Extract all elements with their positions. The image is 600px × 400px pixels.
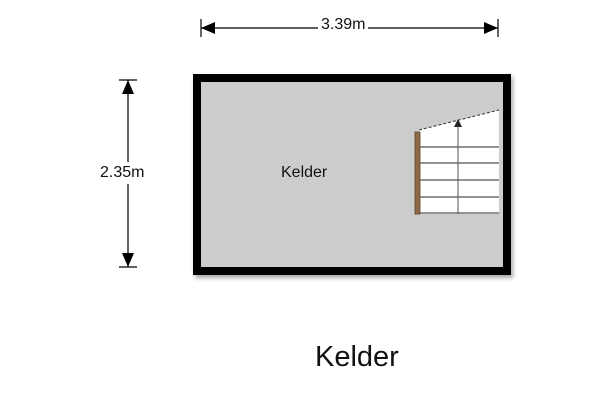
stair-direction-arrow-icon (454, 119, 462, 127)
floor-title: Kelder (315, 341, 399, 373)
arrow-up-icon (122, 80, 134, 94)
arrow-right-icon (484, 22, 498, 34)
arrow-down-icon (122, 253, 134, 267)
height-dimension-label: 2.35m (100, 162, 145, 184)
room-label: Kelder (281, 164, 328, 181)
width-dimension-label: 3.39m (318, 16, 369, 34)
arrow-left-icon (201, 22, 215, 34)
stair-treads (420, 146, 499, 214)
stair-break-line (418, 109, 500, 131)
stair-railing (414, 131, 421, 215)
staircase (414, 109, 500, 215)
